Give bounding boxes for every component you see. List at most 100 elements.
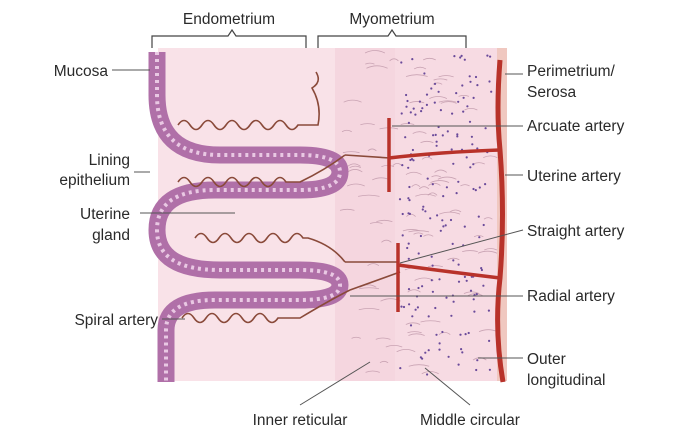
muscle-nucleus-dot	[430, 87, 432, 89]
muscle-nucleus-dot	[400, 306, 402, 308]
muscle-nucleus-dot	[408, 243, 410, 245]
muscle-nucleus-dot	[434, 102, 436, 104]
muscle-nucleus-dot	[462, 111, 464, 113]
muscle-nucleus-dot	[458, 364, 460, 366]
muscle-nucleus-dot	[426, 373, 428, 375]
muscle-nucleus-dot	[427, 178, 429, 180]
muscle-nucleus-dot	[490, 91, 492, 93]
mucosa-label: Mucosa	[54, 63, 109, 80]
muscle-nucleus-dot	[424, 210, 426, 212]
muscle-nucleus-dot	[442, 225, 444, 227]
muscle-nucleus-dot	[413, 108, 415, 110]
muscle-nucleus-dot	[399, 198, 401, 200]
muscle-nucleus-dot	[472, 163, 474, 165]
muscle-nucleus-dot	[469, 75, 471, 77]
muscle-nucleus-dot	[461, 84, 463, 86]
myometrium-brace	[318, 30, 466, 48]
muscle-nucleus-dot	[461, 55, 463, 57]
muscle-nucleus-dot	[399, 367, 401, 369]
muscle-nucleus-dot	[410, 324, 412, 326]
straight-artery-label: Straight artery	[527, 223, 625, 240]
muscle-nucleus-dot	[475, 76, 477, 78]
muscle-nucleus-dot	[438, 349, 440, 351]
muscle-nucleus-dot	[478, 216, 480, 218]
muscle-nucleus-dot	[406, 100, 408, 102]
muscle-nucleus-dot	[435, 334, 437, 336]
muscle-nucleus-dot	[486, 55, 488, 57]
muscle-nucleus-dot	[488, 340, 490, 342]
muscle-nucleus-dot	[453, 301, 455, 303]
muscle-nucleus-dot	[453, 55, 455, 57]
muscle-nucleus-dot	[423, 72, 425, 74]
muscle-nucleus-dot	[473, 97, 475, 99]
muscle-nucleus-dot	[410, 111, 412, 113]
muscle-nucleus-dot	[436, 145, 438, 147]
muscle-nucleus-dot	[403, 306, 405, 308]
muscle-nucleus-dot	[431, 256, 433, 258]
muscle-nucleus-dot	[408, 303, 410, 305]
muscle-nucleus-dot	[485, 127, 487, 129]
muscle-nucleus-dot	[429, 217, 431, 219]
lining-label-line1: Lining	[89, 152, 130, 169]
muscle-nucleus-dot	[405, 106, 407, 108]
muscle-nucleus-dot	[414, 114, 416, 116]
muscle-nucleus-dot	[424, 352, 426, 354]
muscle-nucleus-dot	[402, 213, 404, 215]
muscle-nucleus-dot	[476, 359, 478, 361]
muscle-nucleus-dot	[468, 332, 470, 334]
muscle-nucleus-dot	[407, 167, 409, 169]
muscle-nucleus-dot	[482, 285, 484, 287]
muscle-nucleus-dot	[436, 214, 438, 216]
muscle-nucleus-dot	[400, 61, 402, 63]
muscle-nucleus-dot	[471, 136, 473, 138]
muscle-nucleus-dot	[473, 298, 475, 300]
endometrium-label: Endometrium	[183, 11, 275, 28]
muscle-nucleus-dot	[488, 310, 490, 312]
muscle-nucleus-dot	[469, 166, 471, 168]
muscle-nucleus-dot	[440, 109, 442, 111]
muscle-nucleus-dot	[420, 356, 422, 358]
muscle-nucleus-dot	[421, 107, 423, 109]
muscle-nucleus-dot	[464, 59, 466, 61]
muscle-nucleus-dot	[408, 258, 410, 260]
muscle-nucleus-dot	[483, 224, 485, 226]
perimetrium-label-line1: Perimetrium/	[527, 63, 616, 80]
arcuate-artery-label: Arcuate artery	[527, 118, 625, 135]
muscle-nucleus-dot	[432, 183, 434, 185]
muscle-nucleus-dot	[450, 315, 452, 317]
muscle-nucleus-dot	[484, 183, 486, 185]
muscle-nucleus-dot	[432, 291, 434, 293]
endometrium-brace	[152, 30, 306, 48]
muscle-nucleus-dot	[463, 97, 465, 99]
uterine-gland-label-line2: gland	[92, 227, 130, 244]
muscle-nucleus-dot	[466, 280, 468, 282]
muscle-nucleus-dot	[464, 226, 466, 228]
muscle-nucleus-dot	[436, 141, 438, 143]
muscle-nucleus-dot	[422, 208, 424, 210]
uterine-artery-label: Uterine artery	[527, 168, 621, 185]
muscle-nucleus-dot	[426, 94, 428, 96]
muscle-nucleus-dot	[458, 281, 460, 283]
muscle-nucleus-dot	[428, 349, 430, 351]
muscle-nucleus-dot	[441, 219, 443, 221]
muscle-nucleus-dot	[460, 348, 462, 350]
muscle-nucleus-dot	[476, 84, 478, 86]
muscle-nucleus-dot	[452, 259, 454, 261]
muscle-nucleus-dot	[438, 91, 440, 93]
muscle-nucleus-dot	[402, 234, 404, 236]
muscle-nucleus-dot	[446, 186, 448, 188]
muscle-nucleus-dot	[445, 224, 447, 226]
muscle-nucleus-dot	[420, 235, 422, 237]
muscle-nucleus-dot	[408, 122, 410, 124]
muscle-nucleus-dot	[489, 56, 491, 58]
muscle-nucleus-dot	[431, 279, 433, 281]
myometrium-inner-region	[335, 48, 395, 381]
muscle-nucleus-dot	[470, 290, 472, 292]
radial-artery-label: Radial artery	[527, 288, 615, 305]
muscle-nucleus-dot	[452, 243, 454, 245]
inner-reticular-label: Inner reticular	[253, 412, 348, 429]
muscle-nucleus-dot	[401, 164, 403, 166]
muscle-nucleus-dot	[458, 264, 460, 266]
muscle-nucleus-dot	[478, 236, 480, 238]
myometrium-label: Myometrium	[349, 11, 434, 28]
